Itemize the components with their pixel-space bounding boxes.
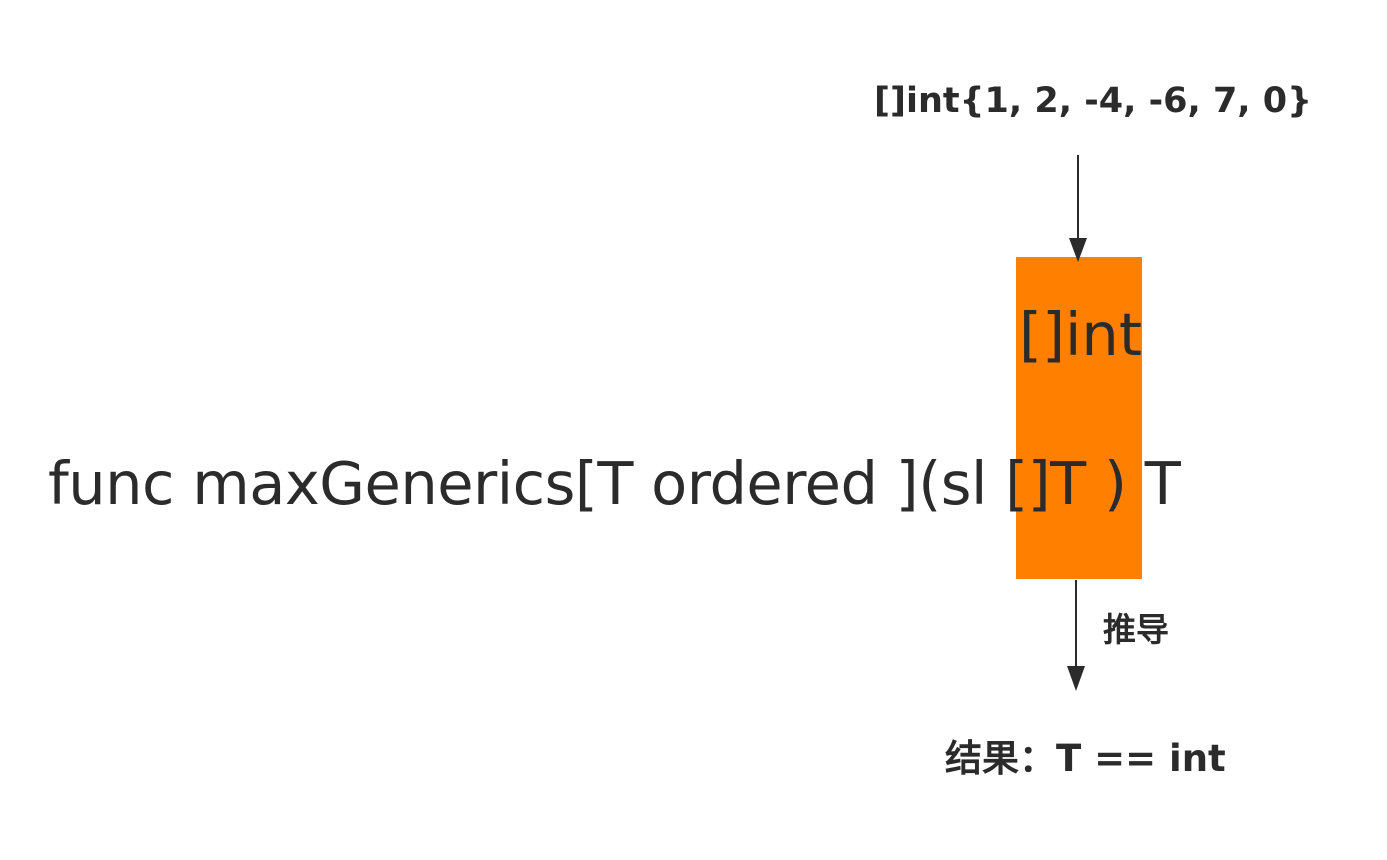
inference-label: 推导: [1103, 610, 1169, 649]
highlight-type-label: []int: [1019, 300, 1142, 369]
signature-text: func maxGenerics[T ordered ](sl: [48, 449, 1006, 518]
input-arrow: [1069, 155, 1087, 262]
signature-param-type: []T: [1005, 449, 1086, 518]
input-slice-label: []int{1, 2, -4, -6, 7, 0}: [874, 81, 1313, 121]
inference-arrow: [1067, 580, 1085, 691]
function-signature: func maxGenerics[T ordered ](sl []T ) T: [48, 454, 1181, 513]
result-label: 结果：T == int: [945, 737, 1226, 780]
signature-suffix: ) T: [1085, 449, 1181, 518]
highlight-box: [1016, 257, 1142, 579]
